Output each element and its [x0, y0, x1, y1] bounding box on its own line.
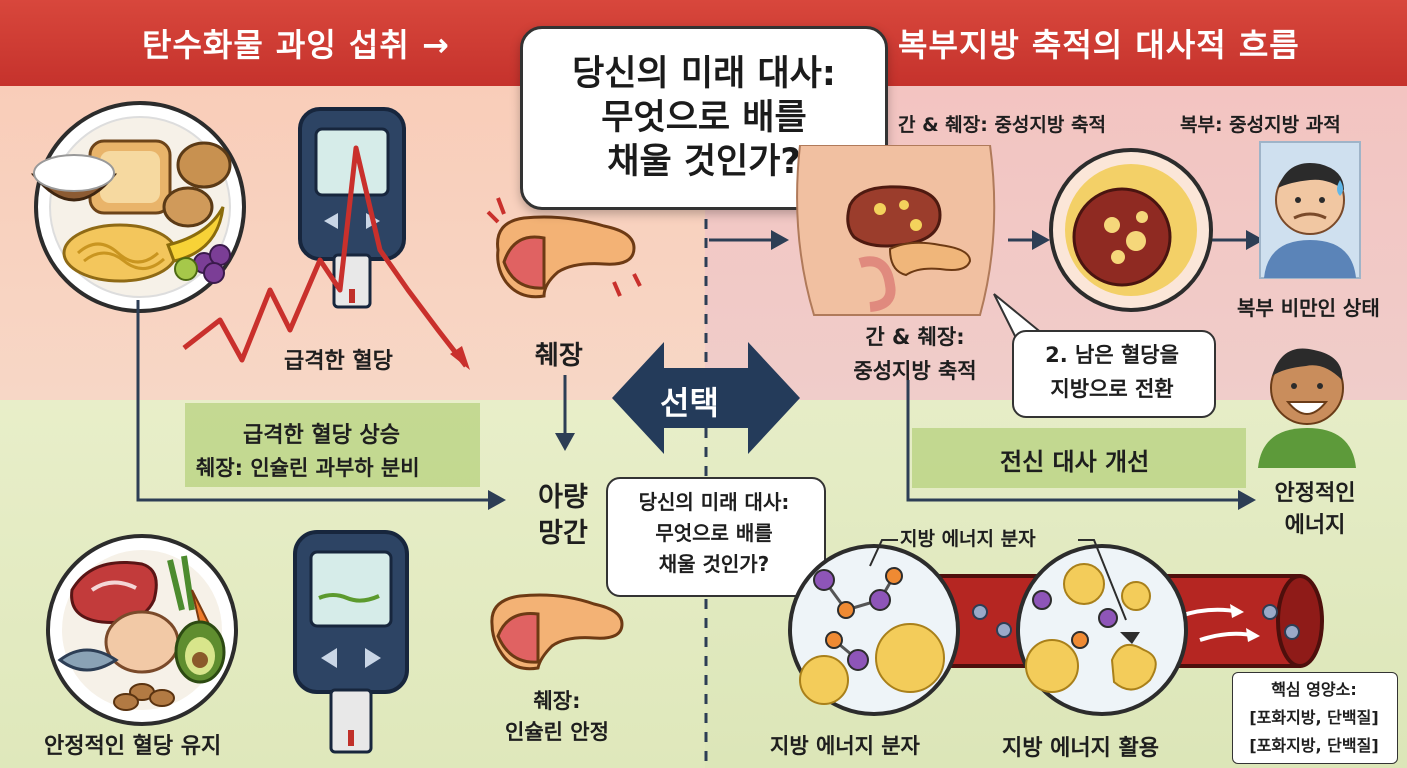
- title-line-2: 무엇으로 배를: [601, 98, 807, 138]
- header-belly-fat: 복부: 중성지방 과적: [1180, 114, 1341, 136]
- obese-person-icon: [1259, 141, 1361, 279]
- torso-organs-illustration: [796, 145, 996, 316]
- key-nutrient-text: 핵심 영양소: [포화지방, 단백질] [포화지방, 단백질]: [1232, 676, 1396, 760]
- future-question-text: 당신의 미래 대사: 무엇으로 배를 채울 것인가?: [606, 487, 822, 580]
- organ-fat-label: 간 & 췌장: 중성지방 축적: [830, 320, 1000, 388]
- pancreas-stable-line-1: 췌장:: [533, 689, 581, 713]
- organ-fat-line-2: 중성지방 축적: [853, 359, 977, 383]
- header-organ-fat: 간 & 췌장: 중성지방 축적: [898, 114, 1106, 136]
- fat-molecule-zoom-1: [788, 544, 960, 716]
- protein-plate-illustration: [46, 534, 238, 726]
- sugar-rise-text: 급격한 혈당 상승: [243, 423, 400, 448]
- convert-bubble: [1012, 330, 1216, 418]
- fat-molecule-zoom-2: [1016, 544, 1188, 716]
- obese-state-label: 복부 비만인 상태: [1237, 296, 1380, 320]
- sugar-spike-label: 급격한 혈당: [284, 349, 393, 374]
- arrow-to-obese: [1212, 230, 1264, 250]
- carb-plate-illustration: [30, 101, 246, 313]
- nutrient-title: 핵심 영양소:: [1271, 680, 1357, 699]
- choice-label: 선택: [660, 384, 719, 422]
- key-nutrient-box: [1232, 672, 1398, 764]
- night-line-2: 망간: [538, 518, 588, 549]
- pancreas-stable-icon: [490, 593, 624, 671]
- metabolic-improve-label: 전신 대사 개선: [1000, 448, 1150, 476]
- pancreas-stable-label: 췌장: 인슐린 안정: [482, 686, 632, 748]
- title-line-3: 채울 것인가?: [607, 142, 801, 182]
- insulin-overload-band: [185, 403, 480, 487]
- choice-double-arrow: [612, 342, 800, 454]
- banner-left-text: 탄수화물 과잉 섭취 →: [142, 26, 450, 64]
- arrow-to-vessel: [1008, 230, 1050, 250]
- healthy-person-icon: [1258, 348, 1356, 468]
- organ-fat-line-1: 간 & 췌장:: [865, 325, 965, 349]
- banner-right-text: 복부지방 축적의 대사적 흐름: [898, 26, 1300, 64]
- bubble-line-3: 채울 것인가?: [658, 552, 770, 576]
- future-question-bubble: [606, 477, 826, 597]
- bubble-line-2: 무엇으로 배를: [655, 521, 773, 545]
- flow-arrows-left: [136, 300, 506, 510]
- pancreas-stressed-icon: [486, 197, 642, 299]
- night-line-1: 아량: [538, 482, 588, 513]
- arrow-to-organs: [709, 230, 789, 250]
- stable-energy-label: 안정적인 에너지: [1250, 478, 1380, 542]
- fat-molecule-top-label: 지방 에너지 분자: [900, 528, 1036, 550]
- fatty-vessel-zoom: [1049, 148, 1213, 312]
- night-label: 아량 망간: [518, 480, 608, 552]
- arrow-to-stable-energy: [906, 380, 1256, 510]
- stable-sugar-label: 안정적인 혈당 유지: [44, 734, 222, 759]
- convert-bubble-text: 2. 남은 혈당을 지방으로 전환: [1012, 338, 1212, 406]
- fat-molecule-bottom-label: 지방 에너지 분자: [770, 734, 920, 758]
- title-line-1: 당신의 미래 대사:: [572, 54, 836, 94]
- convert-line-1: 2. 남은 혈당을: [1045, 343, 1179, 367]
- nutrient-line-1: [포화지방, 단백질]: [1249, 708, 1379, 727]
- nutrient-line-2: [포화지방, 단백질]: [1249, 736, 1379, 755]
- pancreas-stable-line-2: 인슐린 안정: [505, 720, 609, 744]
- stable-energy-line-1: 안정적인: [1274, 481, 1356, 506]
- molecule-pointer-line: [869, 539, 898, 567]
- molecule-pointer-arrow: [1078, 539, 1127, 621]
- bubble-line-1: 당신의 미래 대사:: [638, 490, 790, 514]
- stable-energy-line-2: 에너지: [1284, 513, 1346, 538]
- convert-line-2: 지방으로 전환: [1050, 377, 1174, 401]
- pancreas-down-arrow: [555, 375, 575, 451]
- fat-use-label: 지방 에너지 활용: [1002, 736, 1159, 761]
- glucose-meter-stable: [293, 530, 409, 754]
- metabolic-improve-band: [912, 428, 1246, 488]
- pancreas-label: 췌장: [535, 341, 583, 371]
- insulin-overload-text: 췌장: 인슐린 과부하 분비: [196, 456, 420, 480]
- blood-sugar-spike-line: [182, 145, 470, 370]
- main-title-box: 당신의 미래 대사: 무엇으로 배를 채울 것인가?: [520, 26, 888, 210]
